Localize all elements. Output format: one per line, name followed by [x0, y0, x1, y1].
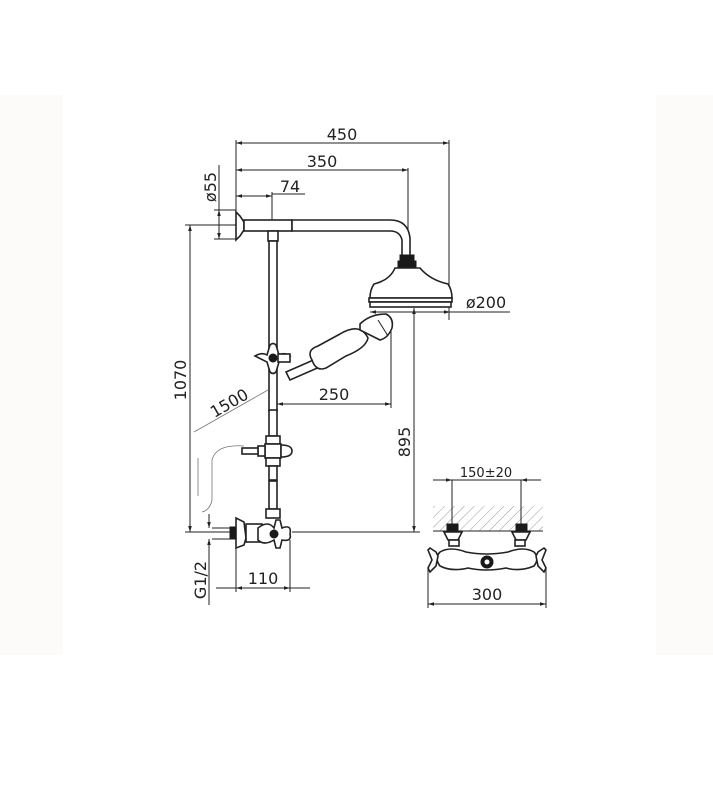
- dim-1070: 1070: [171, 224, 236, 533]
- dim-label-d200: ø200: [466, 293, 506, 312]
- dim-label-250: 250: [319, 385, 350, 404]
- dim-d55: ø55: [201, 165, 236, 240]
- dim-350: 350: [236, 152, 409, 250]
- dim-label-150: 150±20: [460, 466, 512, 481]
- dim-110: 110: [216, 540, 310, 592]
- dim-label-110: 110: [248, 569, 279, 588]
- dim-895: 895: [292, 308, 420, 533]
- dim-label-1500: 1500: [207, 385, 252, 422]
- carousel-edge-left: [0, 95, 63, 655]
- hand-shower: [284, 313, 394, 382]
- dim-74: 74: [236, 177, 305, 232]
- lower-riser: [241, 409, 293, 519]
- dim-label-d55: ø55: [201, 172, 220, 202]
- riser-pipe: [253, 230, 292, 412]
- dim-g12: G1/2: [191, 514, 211, 605]
- mixer-front-view: 150±20 300: [427, 466, 547, 608]
- shower-arm: [235, 210, 417, 270]
- dim-label-1070: 1070: [171, 360, 190, 401]
- shower-head: ø200: [368, 267, 510, 314]
- dim-label-450: 450: [327, 125, 358, 144]
- dim-250: 250: [277, 330, 392, 408]
- dim-label-895: 895: [395, 427, 414, 458]
- dim-label-350: 350: [307, 152, 338, 171]
- dim-label-300: 300: [472, 585, 503, 604]
- dim-label-74: 74: [280, 177, 300, 196]
- carousel-edge-right: [656, 95, 713, 655]
- mixer-side-view: [212, 516, 292, 550]
- dim-label-g12: G1/2: [191, 561, 210, 599]
